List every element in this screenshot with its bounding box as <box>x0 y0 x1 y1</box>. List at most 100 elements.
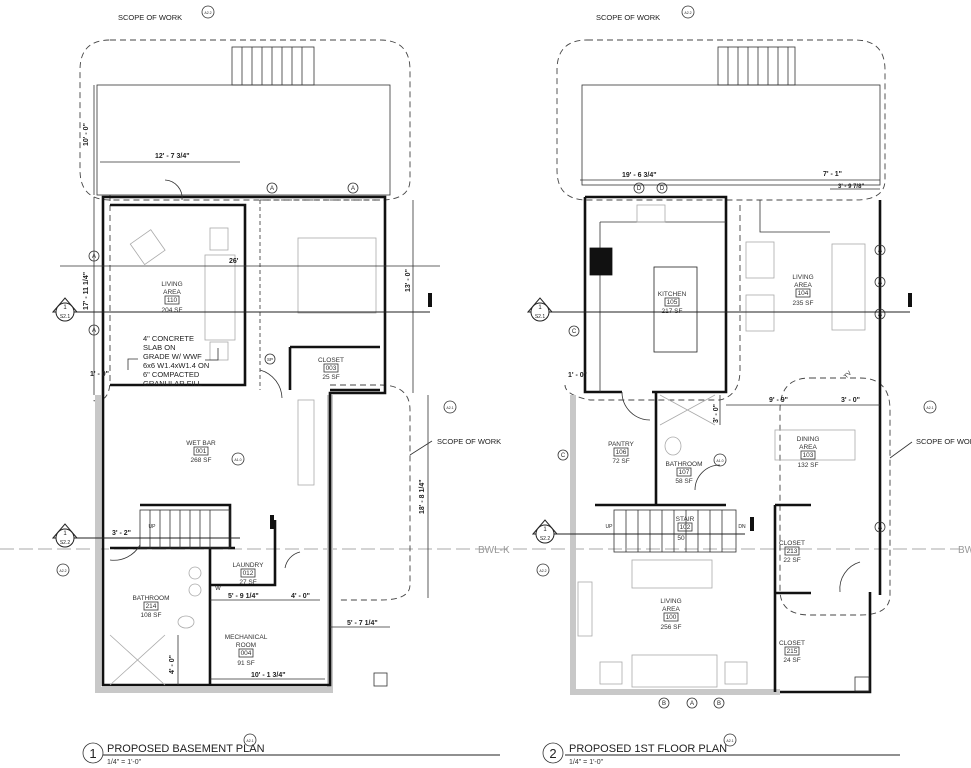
section-end-mark <box>750 517 754 531</box>
scope-of-work-boundary-dining <box>779 377 891 616</box>
label-text: A <box>92 328 96 334</box>
label-text: 105 <box>667 299 678 306</box>
living-area-walls <box>110 203 247 387</box>
section-end-mark <box>908 293 912 307</box>
dim-stair-offset: 3' - 2" <box>112 530 131 537</box>
label-text: CLOSET <box>779 640 805 647</box>
label-text: 27 SF <box>239 579 256 586</box>
label-text: 24 SF <box>783 657 800 664</box>
deck-outline <box>581 84 881 186</box>
label-text: 1 <box>543 527 547 533</box>
gridline-label-cut: BW <box>958 545 971 556</box>
label-text: UP <box>606 524 614 530</box>
label-text: A1.0 <box>234 458 241 462</box>
label-text: 235 SF <box>793 300 814 307</box>
label-text: A <box>690 701 694 707</box>
dim-shower-depth: 4' - 0" <box>169 655 176 674</box>
label-text: A <box>270 186 274 192</box>
dim-lower-depth: 18' - 8 1/4" <box>419 479 426 514</box>
label-text: AREA <box>799 444 817 451</box>
dim-hall-width: 4' - 0" <box>291 593 310 600</box>
scope-label-side: SCOPE OF WORK <box>916 437 971 446</box>
window-tags: D D A A A A C C B A B TV UP DN <box>557 182 886 709</box>
label-text: LIVING <box>792 274 813 281</box>
label-text: 58 SF <box>675 478 692 485</box>
dim-offset: 1' - 0" <box>90 371 109 378</box>
label-text: 100 <box>666 614 677 621</box>
note-line: 4" CONCRETE <box>143 334 194 343</box>
label-text: 102 <box>680 524 691 531</box>
label-text: 108 SF <box>141 612 162 619</box>
exterior-walls <box>101 195 387 687</box>
label-text: LAUNDRY <box>233 562 265 569</box>
label-text: TV <box>843 370 853 380</box>
dim-overall-width: 26' <box>229 258 239 265</box>
label-text: W <box>215 586 221 592</box>
room-tag-stair-102: STAIR 102 50 <box>676 516 695 542</box>
label-text: A2.1 <box>446 406 453 410</box>
plan-title-basement: 1 PROPOSED BASEMENT PLAN 1/4" = 1'-0" <box>82 742 500 766</box>
room-tag-closet-213: CLOSET 213 22 SF <box>779 540 805 564</box>
section-marker-s2-1: 1S2.1 <box>526 297 554 322</box>
label-text: A <box>351 186 355 192</box>
exterior-walls <box>595 200 882 694</box>
label-text: MECHANICAL <box>225 634 268 641</box>
scope-of-work-boundary-top <box>79 39 411 201</box>
label-text: PANTRY <box>608 441 634 448</box>
label-text: 268 SF <box>191 457 212 464</box>
room-tag-bathroom-214: BATHROOM 214 108 SF <box>132 595 169 619</box>
label-text: 107 <box>679 469 690 476</box>
label-text: A <box>92 254 96 260</box>
label-text: C <box>561 453 566 459</box>
label-text: 25 SF <box>322 374 339 381</box>
section-end-mark <box>270 515 274 529</box>
label-text: 91 SF <box>237 660 254 667</box>
label-text: A <box>878 280 882 286</box>
label-text: BATHROOM <box>132 595 169 602</box>
section-marker-s2-2: 1S2.2 <box>51 523 79 548</box>
label-text: 214 <box>146 603 157 610</box>
label-text: 1 <box>63 305 67 311</box>
dim-door-width: 3' - 0" <box>841 397 860 404</box>
label-text: AREA <box>794 282 812 289</box>
dim-living-width: 7' - 1" <box>823 171 842 178</box>
counters <box>599 200 830 392</box>
column-pad <box>854 676 870 692</box>
label-text: WET BAR <box>186 440 216 447</box>
closet-walls <box>773 503 811 692</box>
room-tag-closet-215: CLOSET 215 24 SF <box>779 640 805 664</box>
note-line: 6x6 W1.4xW1.4 ON <box>143 361 209 370</box>
label-text: D <box>637 186 642 192</box>
label-text: 012 <box>243 570 254 577</box>
label-text: A2.2 <box>59 569 66 573</box>
label-text: B <box>662 701 666 707</box>
label-text: LIVING <box>660 598 681 605</box>
label-text: 003 <box>326 365 337 372</box>
label-text: PROPOSED 1ST FLOOR PLAN <box>569 743 727 755</box>
label-text: 132 SF <box>798 462 819 469</box>
dim-offset: 1' - 0" <box>568 372 587 379</box>
doors <box>621 391 861 593</box>
label-text: 1 <box>89 746 96 761</box>
section-marker-s2-2: 1S2.2 <box>531 519 559 544</box>
label-text: 72 SF <box>612 458 629 465</box>
label-text: A2.2 <box>539 569 546 573</box>
label-text: A2.1 <box>246 739 253 743</box>
label-text: SP <box>267 357 273 362</box>
label-text: A2.2 <box>684 11 691 15</box>
gridline-label: BWL-K <box>478 545 510 556</box>
room-tag-kitchen-105: KITCHEN 105 217 SF <box>658 291 687 315</box>
label-text: A2.1 <box>726 739 733 743</box>
label-text: 110 <box>167 297 178 304</box>
dim-window-offset: 3' - 9 7/8" <box>838 184 864 190</box>
label-text: 204 SF <box>162 307 183 314</box>
furniture <box>577 204 866 688</box>
label-text: D <box>660 186 665 192</box>
dim-mech-width: 10' - 1 3/4" <box>251 672 286 679</box>
label-text: 104 <box>798 290 809 297</box>
